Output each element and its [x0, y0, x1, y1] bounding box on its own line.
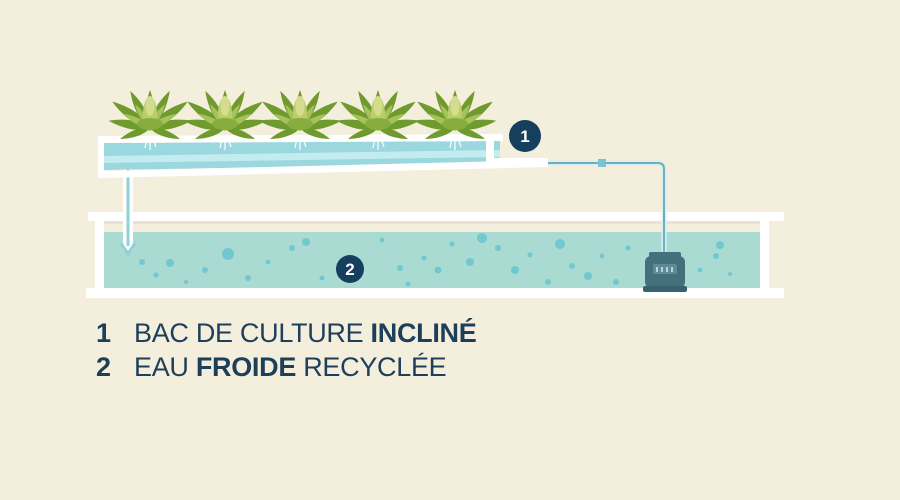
- legend-text-bold: INCLINÉ: [370, 318, 477, 348]
- bubble: [265, 259, 271, 265]
- bubble: [245, 275, 251, 281]
- bubble: [289, 245, 295, 251]
- bubble: [569, 263, 575, 269]
- legend-text: EAU FROIDE RECYCLÉE: [134, 350, 447, 384]
- bubble: [495, 245, 501, 251]
- bubble: [613, 279, 619, 285]
- legend: 1 BAC DE CULTURE INCLINÉ 2 EAU FROIDE RE…: [96, 316, 477, 384]
- bubble: [599, 253, 605, 259]
- badge-number-2: 2: [345, 260, 354, 279]
- bubble: [166, 259, 174, 267]
- bubble: [584, 272, 592, 280]
- legend-text-regular: EAU: [134, 352, 196, 382]
- bubble: [202, 267, 208, 273]
- bubble: [421, 255, 427, 261]
- bubble: [466, 258, 474, 266]
- bubble: [379, 237, 385, 243]
- label-badge-1: 1: [509, 120, 541, 152]
- legend-text-bold: FROIDE: [195, 352, 297, 382]
- bubble: [477, 233, 487, 243]
- legend-number: 2: [96, 352, 111, 382]
- bubble: [555, 239, 565, 249]
- bubble: [139, 259, 145, 265]
- bubble: [527, 252, 533, 258]
- flow-arrow-icon: [119, 242, 137, 257]
- bubble: [153, 272, 159, 278]
- water-bubbles: [139, 233, 732, 287]
- legend-text: BAC DE CULTURE INCLINÉ: [134, 316, 477, 350]
- bubble: [405, 281, 411, 287]
- bubble: [625, 245, 631, 251]
- bubble: [713, 253, 719, 259]
- legend-item-1: 1 BAC DE CULTURE INCLINÉ: [96, 316, 477, 350]
- label-badge-2: 2: [336, 255, 364, 283]
- badge-number-1: 1: [520, 127, 529, 146]
- water-pump-icon: [643, 252, 687, 292]
- bubble: [397, 265, 403, 271]
- bubble: [319, 275, 325, 281]
- grow-tray: [98, 134, 548, 178]
- legend-text-regular-after: RECYCLÉE: [296, 352, 447, 382]
- bubble: [511, 266, 519, 274]
- bubble: [728, 272, 732, 276]
- bubble: [716, 241, 724, 249]
- bubble: [434, 266, 442, 274]
- bubble: [222, 248, 234, 260]
- legend-number: 1: [96, 318, 111, 348]
- legend-item-2: 2 EAU FROIDE RECYCLÉE: [96, 350, 476, 384]
- bubble: [697, 267, 703, 273]
- bubble: [545, 279, 551, 285]
- bubble: [449, 241, 455, 247]
- legend-text-regular: BAC DE CULTURE: [134, 318, 371, 348]
- bubble: [302, 238, 310, 246]
- feed-pipe: [548, 159, 667, 262]
- bubble: [184, 280, 188, 284]
